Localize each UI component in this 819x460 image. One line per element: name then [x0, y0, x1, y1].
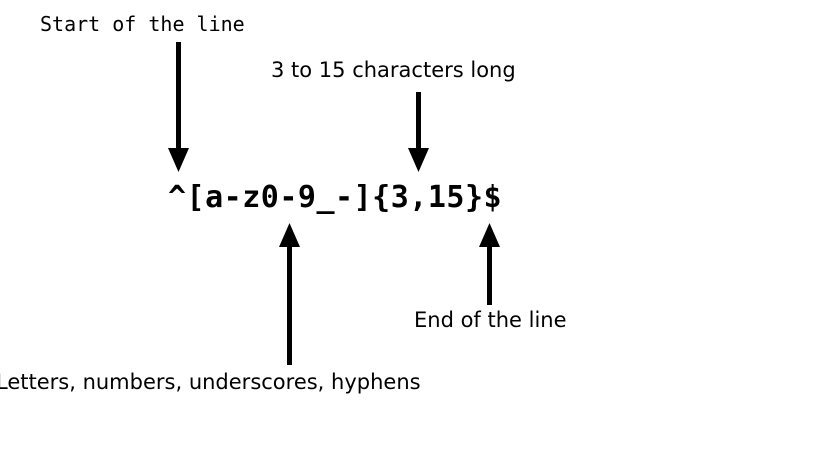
annotation-label-length-quantifier: 3 to 15 characters long [271, 58, 516, 82]
annotation-label-start-of-line: Start of the line [40, 12, 245, 36]
arrow-length-quantifier [408, 92, 429, 172]
annotation-label-end-of-line: End of the line [414, 308, 567, 332]
arrow-start-of-line [168, 42, 189, 172]
arrow-character-class [279, 223, 300, 365]
annotation-label-character-class: Letters, numbers, underscores, hyphens [0, 370, 421, 394]
regex-expression: ^[a-z0-9_-]{3,15}$ [168, 180, 503, 215]
arrow-end-of-line [479, 223, 500, 305]
